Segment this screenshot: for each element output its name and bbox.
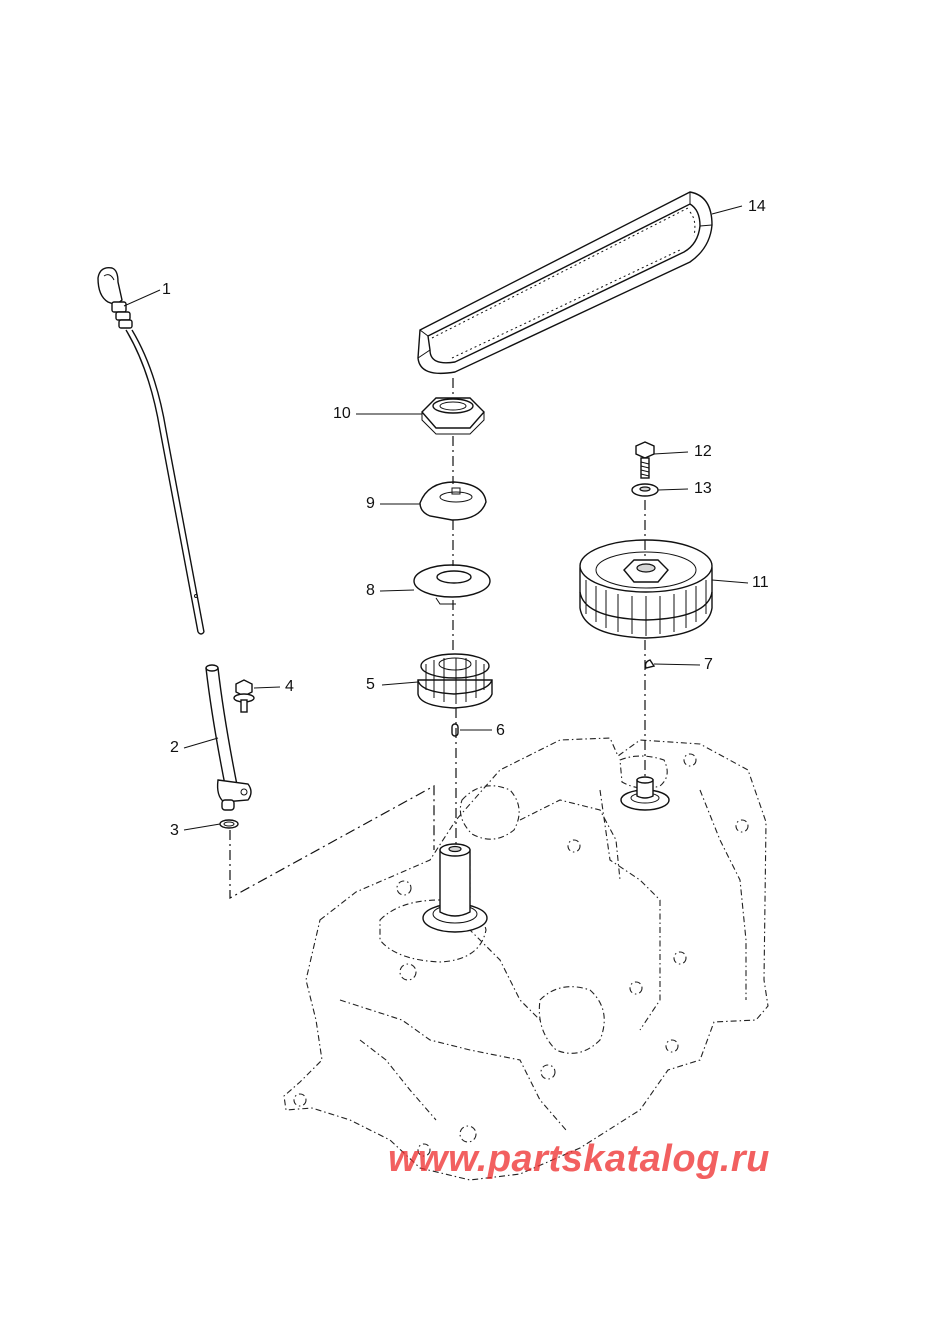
- part-11-cam-pulley: [579, 539, 713, 639]
- watermark-text: www.partskatalog.ru: [388, 1138, 770, 1180]
- part-9-lock-washer: [419, 481, 487, 521]
- callout-12: 12: [694, 443, 712, 460]
- callout-2: 2: [170, 739, 179, 756]
- part-7-pin: [644, 659, 656, 669]
- assembly-lines: [229, 378, 646, 900]
- part-10-nut: [421, 397, 485, 435]
- crankshaft-stub: [422, 843, 488, 933]
- callout-14: 14: [748, 198, 766, 215]
- callout-9: 9: [366, 495, 375, 512]
- callout-10: 10: [333, 405, 351, 422]
- engine-block-phantom: [283, 737, 769, 1181]
- callout-5: 5: [366, 676, 375, 693]
- callout-13: 13: [694, 480, 712, 497]
- part-4-bolt: [233, 679, 255, 713]
- part-12-bolt: [635, 441, 655, 479]
- part-1-dipstick: [97, 267, 205, 635]
- part-13-washer: [631, 483, 659, 497]
- leader-lines: [123, 205, 749, 831]
- callout-1: 1: [162, 281, 171, 298]
- part-6-key: [451, 723, 459, 737]
- callout-6: 6: [496, 722, 505, 739]
- callout-11: 11: [752, 574, 769, 591]
- part-8-washer: [413, 564, 491, 605]
- callout-7: 7: [704, 656, 713, 673]
- callout-8: 8: [366, 582, 375, 599]
- camshaft-stub: [620, 776, 670, 811]
- part-5-crank-sprocket: [417, 653, 493, 709]
- callout-4: 4: [285, 678, 294, 695]
- part-3-o-ring: [219, 819, 239, 829]
- callout-3: 3: [170, 822, 179, 839]
- part-14-timing-belt: [417, 191, 713, 375]
- part-2-dipstick-tube: [205, 664, 252, 811]
